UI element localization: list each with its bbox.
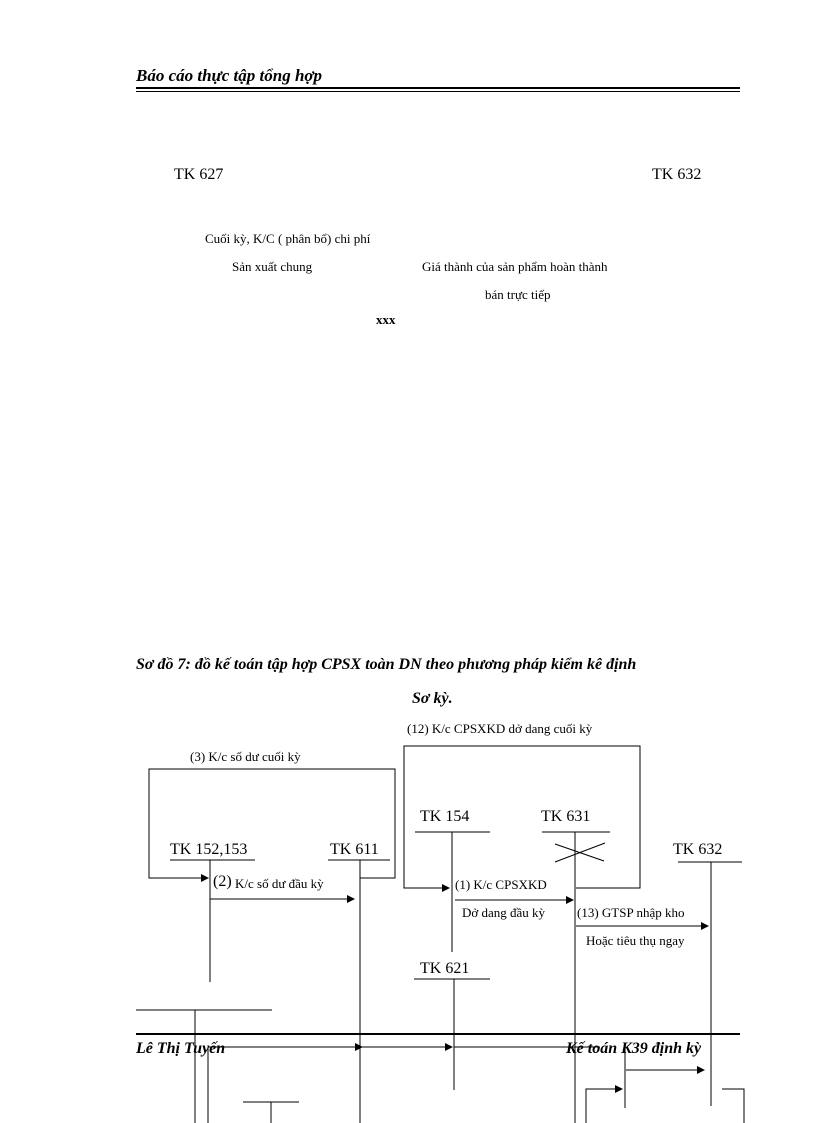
footer-rule [136, 1033, 740, 1035]
account-tk632-top: TK 632 [652, 166, 702, 183]
label-step1-line2: Dở dang đầu kỳ [462, 905, 546, 920]
diagram-caption-line2: Sơ kỳ. [412, 690, 453, 707]
label-step13-line2: Hoặc tiêu thụ ngay [586, 933, 685, 948]
page-header-title: Báo cáo thực tập tổng hợp [136, 66, 323, 85]
label-step2: K/c số dư đầu kỳ [235, 876, 324, 891]
label-step2-number: (2) [213, 873, 232, 890]
label-allocation-line1: Cuối kỳ, K/C ( phân bổ) chi phí [205, 231, 371, 246]
label-cost-line1: Giá thành của sản phẩm hoàn thành [422, 259, 608, 274]
label-step3: (3) K/c số dư cuối kỳ [190, 749, 301, 764]
diagram-caption-line1: Sơ đồ 7: đồ kế toán tập hợp CPSX toàn DN… [136, 656, 637, 673]
label-step13-line1: (13) GTSP nhập kho [577, 905, 685, 920]
label-step1-line1: (1) K/c CPSXKD [455, 877, 547, 892]
account-tk632: TK 632 [673, 841, 723, 858]
label-step12: (12) K/c CPSXKD dở dang cuối kỳ [407, 721, 593, 736]
account-tk611: TK 611 [330, 841, 379, 858]
account-tk154: TK 154 [420, 808, 470, 825]
footer-class-info: Kế toán K39 định kỳ [566, 1040, 702, 1057]
footer-author: Lê Thị Tuyến [136, 1040, 226, 1057]
header-rule-thin [136, 91, 740, 92]
account-tk621: TK 621 [420, 960, 470, 977]
label-allocation-line2: Sản xuất chung [232, 259, 313, 274]
label-xxx: xxx [376, 312, 396, 327]
label-cost-line2: bán trực tiếp [485, 287, 551, 302]
account-tk152-153: TK 152,153 [170, 841, 248, 858]
account-tk631: TK 631 [541, 808, 591, 825]
header-rule [136, 87, 740, 89]
account-tk627: TK 627 [174, 166, 224, 183]
